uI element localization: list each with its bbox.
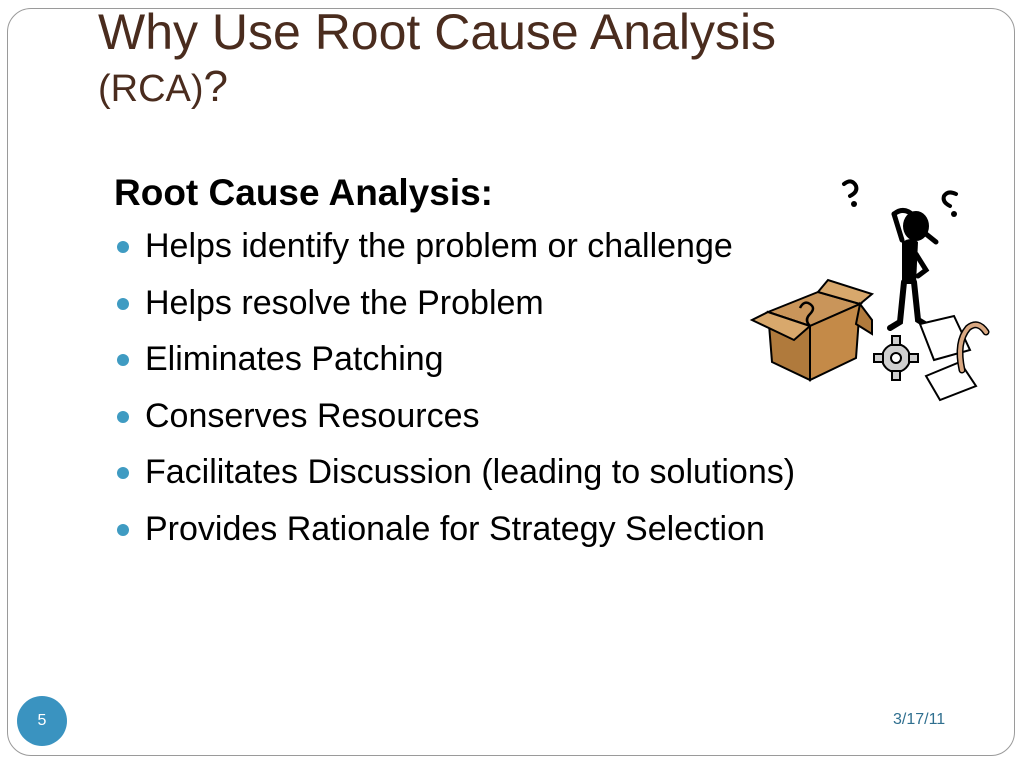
bullet-item: Facilitates Discussion (leading to solut… [114,452,934,509]
bullet-item: Helps resolve the Problem [114,283,934,340]
bullet-item: Eliminates Patching [114,339,934,396]
content-heading: Root Cause Analysis: [114,172,493,213]
bullet-text: Helps resolve the Problem [145,283,544,322]
bullet-dot-icon [117,410,129,423]
title-sub: (RCA) [98,67,204,110]
confused-person-box-clipart-icon [749,179,990,402]
bullet-dot-icon [117,523,129,536]
bullet-text: Eliminates Patching [145,340,444,378]
slide-title: Why Use Root Cause Analysis (RCA)? [98,4,918,112]
title-question-mark: ? [203,61,229,111]
bullet-text: Conserves Resources [145,396,480,435]
bullet-text: Provides Rationale for Strategy Selectio… [145,509,765,548]
slide-date: 3/17/11 [893,711,946,728]
slide-content: Root Cause Analysis: Helps identify the … [114,172,934,565]
bullet-item: Conserves Resources [114,396,934,453]
slide-frame [7,8,1015,756]
bullet-dot-icon [117,467,129,479]
bullet-text: Facilitates Discussion (leading to solut… [145,453,796,491]
bullet-dot-icon [117,297,129,310]
bullet-dot-icon [117,354,129,366]
page-number-badge: 5 [17,696,67,746]
bullet-list: Helps identify the problem or challenge … [114,226,934,565]
title-main: Why Use Root Cause Analysis [98,4,777,60]
bullet-item: Helps identify the problem or challenge [114,226,934,283]
bullet-item: Provides Rationale for Strategy Selectio… [114,509,934,566]
bullet-dot-icon [117,241,129,253]
bullet-text: Helps identify the problem or challenge [145,227,733,265]
